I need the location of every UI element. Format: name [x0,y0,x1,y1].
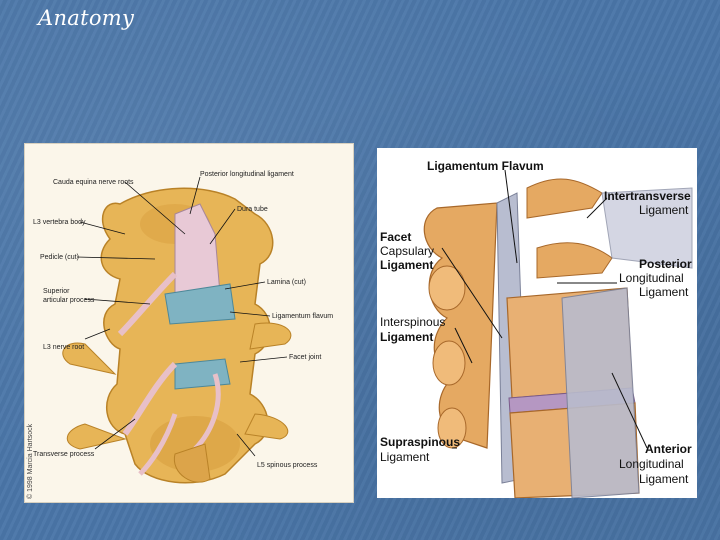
spinal-ligaments-illustration: Ligamentum Flavum Intertransverse Ligame… [377,148,697,498]
label-lamina: Lamina (cut) [267,279,306,286]
label-facet-3: Ligament [380,258,433,272]
label-dura-tube: Dura tube [237,206,268,213]
ligament-artwork [423,178,693,498]
label-cauda-equina: Cauda equina nerve roots [53,179,134,186]
label-facet-joint: Facet joint [289,354,321,361]
slide-title: Anatomy [38,6,135,30]
lumbar-spine-posterior-illustration: Cauda equina nerve roots Posterior longi… [24,143,354,503]
label-supraspinous-2: Ligament [380,450,430,464]
left-illustration-svg: Cauda equina nerve roots Posterior longi… [26,171,333,499]
label-superior-articular-1: Superior [43,288,70,295]
label-l5-spinous-process: L5 spinous process [257,462,318,469]
vertebra-artwork [62,187,292,484]
label-posterior-2: Longitudinal [619,271,684,285]
label-pedicle: Pedicle (cut) [40,254,79,261]
label-anterior-1: Anterior [645,442,692,456]
label-l3-vertebra-body: L3 vertebra body [33,219,86,226]
label-intertransverse-2: Ligament [639,203,689,217]
label-superior-articular-2: articular process [43,297,95,304]
copyright-text: © 1998 Marcia Hartsock [26,423,34,499]
label-posterior-longitudinal-ligament: Posterior longitudinal ligament [200,171,294,178]
label-anterior-2: Longitudinal [619,457,684,471]
label-anterior-3: Ligament [639,472,689,486]
label-facet-2: Capsulary [380,244,434,258]
label-supraspinous-1: Supraspinous [380,435,460,449]
label-facet-1: Facet [380,230,411,244]
label-ligamentum-flavum: Ligamentum flavum [272,313,333,320]
left-leader-lines [76,176,288,457]
label-posterior-1: Posterior [639,257,692,271]
label-interspinous-2: Ligament [380,330,433,344]
label-intertransverse-1: Intertransverse [604,189,691,203]
label-l3-nerve-root: L3 nerve root [43,344,84,351]
right-illustration-svg: Ligamentum Flavum Intertransverse Ligame… [380,159,693,498]
label-transverse-process: Transverse process [33,451,95,458]
label-interspinous-1: Interspinous [380,315,445,329]
label-posterior-3: Ligament [639,285,689,299]
right-leader-lines [441,169,648,449]
label-ligamentum-flavum-right: Ligamentum Flavum [427,159,544,173]
